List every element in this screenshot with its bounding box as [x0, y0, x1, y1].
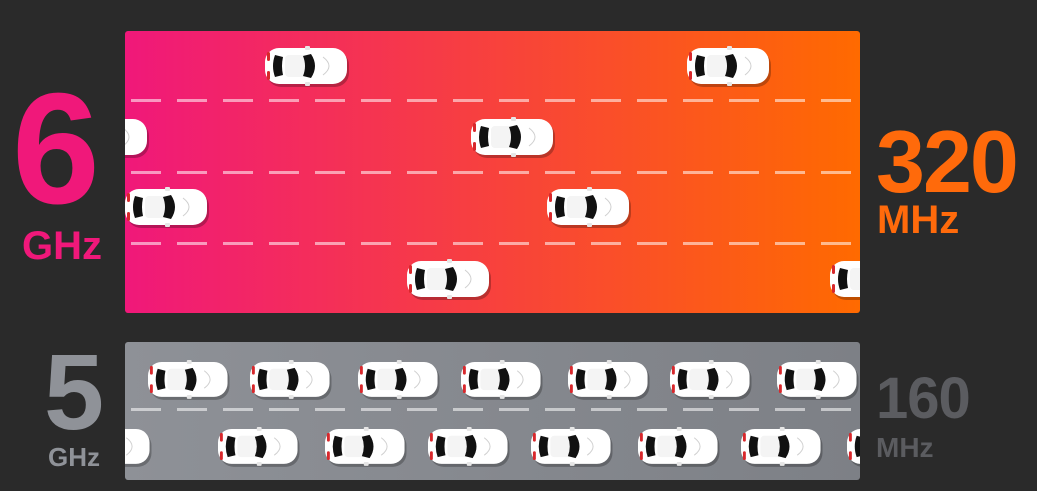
lane-divider [729, 242, 759, 245]
lane-divider [499, 408, 529, 411]
lane-divider [269, 242, 299, 245]
lane-divider [591, 242, 621, 245]
lane-divider [821, 242, 851, 245]
car-top-view-icon [470, 116, 556, 159]
lane-divider [361, 242, 391, 245]
lane-divider [499, 99, 529, 102]
lane-divider [223, 171, 253, 174]
car-top-view-icon [324, 426, 407, 468]
lane-divider [683, 171, 713, 174]
band-5-highway [125, 342, 860, 480]
lane-divider [131, 171, 161, 174]
lane-divider [131, 242, 161, 245]
band-5-frequency-unit: GHz [48, 442, 100, 472]
band-5-bandwidth-number: 160 [876, 366, 971, 431]
lane-divider [545, 171, 575, 174]
lane-divider [499, 242, 529, 245]
lane-divider [315, 99, 345, 102]
band-5-bandwidth-unit: MHz [876, 432, 934, 463]
lane-divider [177, 99, 207, 102]
lane-divider [591, 171, 621, 174]
car-top-view-icon [669, 359, 752, 401]
car-top-view-icon [249, 359, 332, 401]
lane-divider [407, 408, 437, 411]
lane-divider [637, 242, 667, 245]
lane-divider [453, 99, 483, 102]
lane-divider [223, 408, 253, 411]
lane-divider [407, 171, 437, 174]
lane-divider [223, 99, 253, 102]
car-top-view-icon [427, 426, 510, 468]
lane-divider [315, 171, 345, 174]
lane-divider [269, 99, 299, 102]
lane-divider [683, 408, 713, 411]
car-top-view-icon [125, 186, 210, 229]
lane-divider [269, 171, 299, 174]
car-top-view-icon [530, 426, 613, 468]
lane-divider [729, 99, 759, 102]
lane-divider [637, 99, 667, 102]
lane-divider [821, 171, 851, 174]
car-top-view-icon [147, 359, 230, 401]
lane-divider [453, 171, 483, 174]
car-top-view-icon [637, 426, 720, 468]
car-top-view-icon [740, 426, 823, 468]
lane-divider [499, 171, 529, 174]
band-5-frequency-number: 5 [44, 331, 104, 452]
lane-divider [637, 171, 667, 174]
lane-divider [361, 408, 391, 411]
lane-divider [683, 242, 713, 245]
lane-divider [591, 99, 621, 102]
lane-divider [177, 242, 207, 245]
lane-divider [821, 99, 851, 102]
lane-divider [131, 408, 161, 411]
car-top-view-icon [686, 45, 772, 88]
lane-divider [407, 242, 437, 245]
lane-divider [775, 408, 805, 411]
lane-divider [775, 171, 805, 174]
lane-divider [775, 242, 805, 245]
lane-divider [729, 171, 759, 174]
lane-divider [315, 242, 345, 245]
lane-divider [315, 408, 345, 411]
lane-divider [545, 242, 575, 245]
band-6-highway [125, 31, 860, 313]
band-5-highway-graphic [125, 342, 860, 480]
lane-divider [223, 242, 253, 245]
band-6-bandwidth-unit: MHz [877, 198, 960, 242]
car-top-view-icon [217, 426, 300, 468]
car-top-view-icon [460, 359, 543, 401]
lane-divider [361, 99, 391, 102]
car-top-view-icon [567, 359, 650, 401]
lane-divider [683, 99, 713, 102]
lane-divider [453, 242, 483, 245]
car-top-view-icon [829, 258, 860, 301]
lane-divider [453, 408, 483, 411]
car-top-view-icon [264, 45, 350, 88]
lane-divider [591, 408, 621, 411]
lane-divider [821, 408, 851, 411]
lane-divider [177, 408, 207, 411]
lane-divider [729, 408, 759, 411]
lane-divider [775, 99, 805, 102]
lane-divider [407, 99, 437, 102]
lane-divider [637, 408, 667, 411]
car-top-view-icon [406, 258, 492, 301]
band-6-bandwidth-number: 320 [876, 112, 1019, 211]
band-6-frequency-number: 6 [12, 61, 100, 237]
lane-divider [545, 408, 575, 411]
lane-divider [131, 99, 161, 102]
lane-divider [269, 408, 299, 411]
lane-divider [177, 171, 207, 174]
lane-divider [361, 171, 391, 174]
car-top-view-icon [546, 186, 632, 229]
car-top-view-icon [357, 359, 440, 401]
band-6-frequency-unit: GHz [22, 224, 102, 268]
lane-divider [545, 99, 575, 102]
band-6-highway-graphic [125, 31, 860, 313]
car-top-view-icon [776, 359, 859, 401]
